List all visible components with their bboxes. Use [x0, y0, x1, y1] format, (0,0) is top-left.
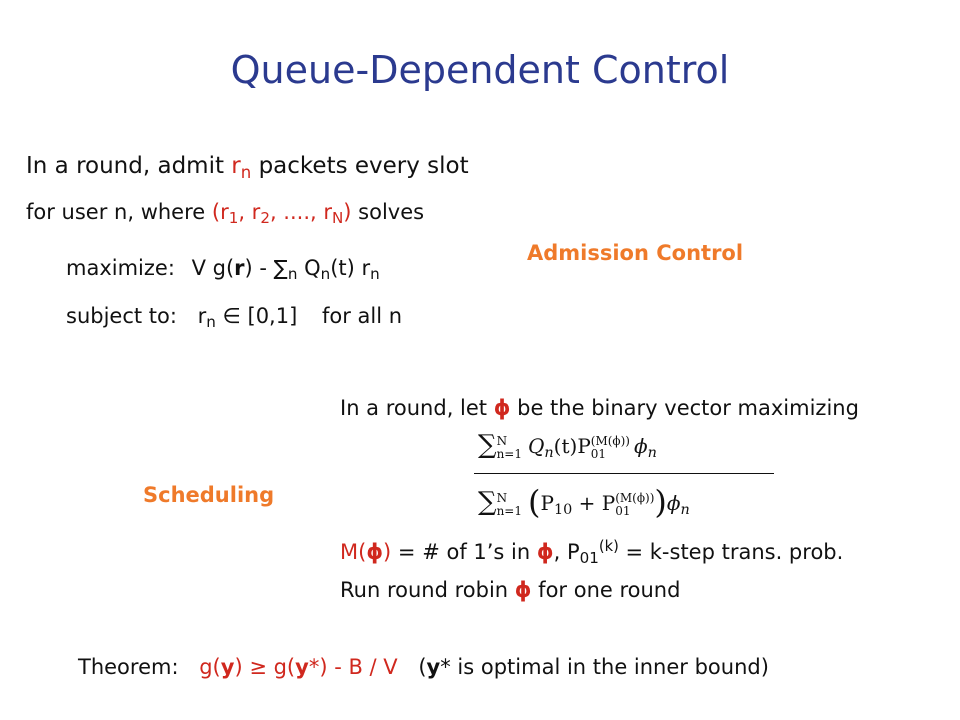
subject-label: subject to:	[66, 304, 177, 328]
admission-line-1-text: In a round, admit	[26, 153, 232, 179]
subject-qualifier: for all n	[321, 304, 403, 328]
scheduling-intro-tail: be the binary vector maximizing	[510, 396, 859, 420]
scheduling-intro-text: In a round, let	[340, 396, 494, 420]
theorem-inequality: g(y) ≥ g(y*) - B / V	[199, 655, 398, 679]
theorem-note: (y* is optimal in the inner bound)	[418, 655, 769, 679]
definition-line: M(ϕ) = # of 1’s in ϕ, P01(k) = k-step tr…	[340, 537, 844, 568]
maximize-expression: V g(r) - ∑n Qn(t) rn	[191, 256, 380, 284]
scheduling-label: Scheduling	[143, 483, 275, 507]
maximize-label: maximize:	[66, 256, 175, 280]
round-robin-line: Run round robin ϕ for one round	[340, 578, 681, 602]
rate-variable: rn	[231, 153, 252, 182]
maximize-row: maximize: V g(r) - ∑n Qn(t) rn	[66, 256, 380, 284]
subject-expression: rn ∈ [0,1]	[197, 304, 298, 332]
fraction-bar	[474, 473, 774, 474]
scheduling-intro: In a round, let ϕ be the binary vector m…	[340, 396, 859, 420]
admission-line-2-text: for user n, where	[26, 200, 212, 224]
admission-line-2: for user n, where (r1, r2, ...., rN) sol…	[26, 200, 425, 228]
admission-control-label: Admission Control	[527, 241, 744, 265]
phi-symbol: ϕ	[493, 396, 511, 420]
admission-line-1: In a round, admit rn packets every slot	[26, 153, 469, 182]
rate-vector: (r1, r2, ...., rN)	[211, 200, 352, 228]
theorem-label: Theorem:	[78, 655, 179, 679]
admission-line-2-tail: solves	[351, 200, 425, 224]
theorem-line: Theorem: g(y) ≥ g(y*) - B / V (y* is opt…	[78, 655, 769, 679]
page-title: Queue-Dependent Control	[230, 48, 730, 92]
admission-line-1-tail: packets every slot	[251, 153, 469, 179]
subject-row: subject to: rn ∈ [0,1] for all n	[66, 304, 403, 332]
